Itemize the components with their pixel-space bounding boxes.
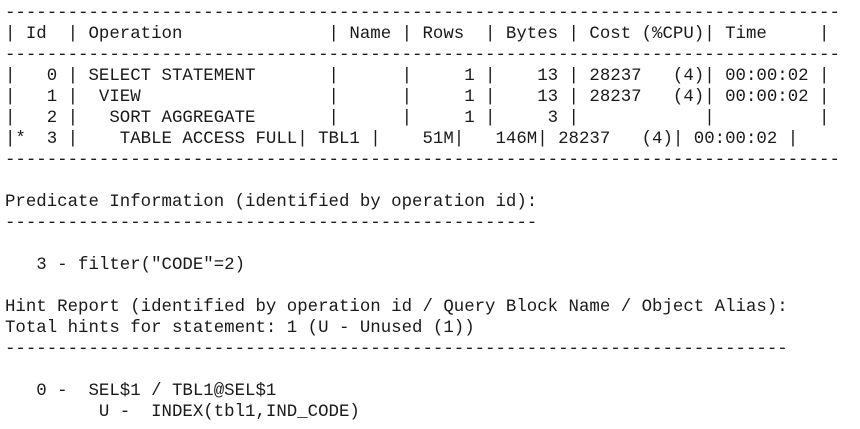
blank-line xyxy=(5,234,840,255)
table-header: | Id | Operation | Name | Rows | Bytes |… xyxy=(5,25,830,44)
table-row: |* 3 | TABLE ACCESS FULL| TBL1 | 51M| 14… xyxy=(5,130,799,149)
table-top-separator: ----------------------------------------… xyxy=(5,4,840,23)
execution-plan-output: ----------------------------------------… xyxy=(5,3,840,423)
table-row: | 1 | VIEW | | 1 | 13 | 28237 (4)| 00:00… xyxy=(5,88,830,107)
hint-entry: 0 - SEL$1 / TBL1@SEL$1 xyxy=(5,381,840,402)
predicate-entry: 3 - filter("CODE"=2) xyxy=(5,256,246,275)
blank-line xyxy=(5,360,840,381)
table-row: | 0 | SELECT STATEMENT | | 1 | 13 | 2823… xyxy=(5,67,830,86)
predicate-title: Predicate Information (identified by ope… xyxy=(5,193,538,212)
table-header-separator: ----------------------------------------… xyxy=(5,46,840,65)
hint-report-total-text: Total hints for statement: 1 (U - Unused… xyxy=(5,319,475,338)
hint-report-separator: ----------------------------------------… xyxy=(5,339,840,360)
hint-report-title-text: Hint Report (identified by operation id … xyxy=(5,298,788,317)
table-bottom-separator: ----------------------------------------… xyxy=(5,151,840,170)
table-row: | 2 | SORT AGGREGATE | | 1 | 3 | | | xyxy=(5,109,830,128)
hint-report-title: Hint Report (identified by operation id … xyxy=(5,297,840,318)
hint-separator-text: ----------------------------------------… xyxy=(5,340,788,359)
blank-line xyxy=(5,276,840,297)
hint-entry-text: U - INDEX(tbl1,IND_CODE) xyxy=(5,403,360,422)
hint-entry-text: 0 - SEL$1 / TBL1@SEL$1 xyxy=(5,382,277,401)
predicate-separator: ----------------------------------------… xyxy=(5,214,538,233)
hint-report-total: Total hints for statement: 1 (U - Unused… xyxy=(5,318,840,339)
hint-entry: U - INDEX(tbl1,IND_CODE) xyxy=(5,402,840,423)
blank-line xyxy=(5,171,840,192)
